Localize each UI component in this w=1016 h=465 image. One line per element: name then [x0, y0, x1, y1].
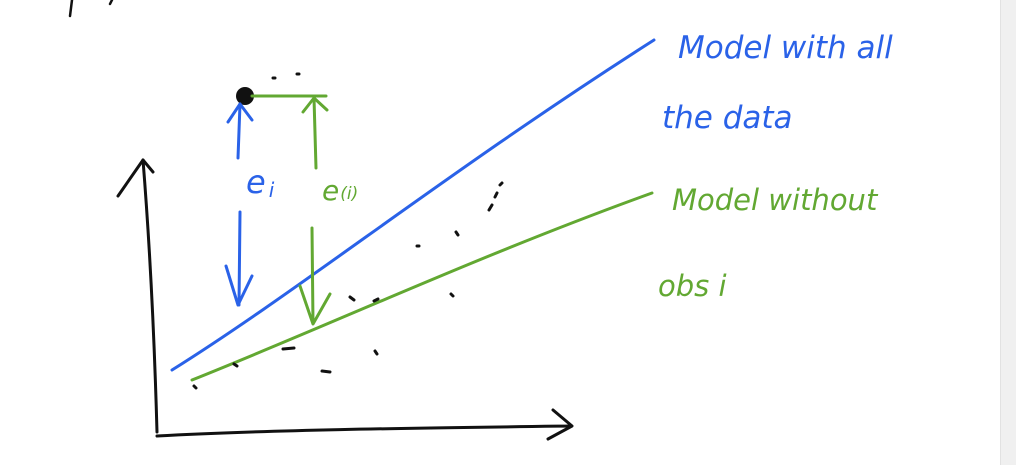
data-point [281, 346, 296, 351]
residual-deleted-down-arrow [310, 226, 315, 325]
full-model-annotation-line1: Model with all [678, 30, 893, 66]
vertical-scrollbar[interactable] [1000, 0, 1016, 465]
data-point [498, 181, 504, 187]
residual-full-up-arrow [236, 102, 242, 160]
data-point [493, 191, 499, 199]
data-point [348, 295, 356, 302]
x-axis-line [155, 424, 572, 438]
residual-full-down-arrow [237, 210, 242, 307]
data-point [454, 230, 460, 237]
residual-deleted-down-arrowhead [298, 284, 332, 326]
residual-deleted-up-arrow [312, 96, 318, 170]
y-axis-line [141, 158, 159, 434]
y-axis-arrowhead [116, 158, 155, 198]
residual-deleted-label: e(i) [322, 174, 358, 207]
residual-full-down-arrowhead [224, 264, 254, 307]
observation-i-point [236, 87, 254, 105]
reduced-model-line [190, 191, 654, 382]
full-model-annotation-line2: the data [662, 100, 793, 136]
data-point [192, 384, 198, 390]
data-point [320, 369, 332, 374]
residual-full-up-arrowhead [226, 102, 254, 124]
data-point [372, 297, 380, 303]
axes [116, 158, 574, 441]
data-point [232, 362, 239, 368]
data-points [192, 72, 504, 390]
x-axis-arrowhead [546, 408, 574, 441]
residual-deleted-arrows [298, 96, 332, 326]
reduced-model-annotation-line2: obs i [658, 269, 727, 303]
residual-deleted-up-arrowhead [301, 96, 329, 114]
residual-full-arrows [224, 102, 254, 307]
data-point [373, 349, 379, 356]
reduced-model-annotation-line1: Model without [672, 183, 879, 217]
stray-mark [108, 0, 114, 6]
full-model-line [170, 38, 656, 372]
data-point [487, 203, 494, 212]
data-point [449, 292, 455, 298]
stray-mark [68, 0, 74, 18]
